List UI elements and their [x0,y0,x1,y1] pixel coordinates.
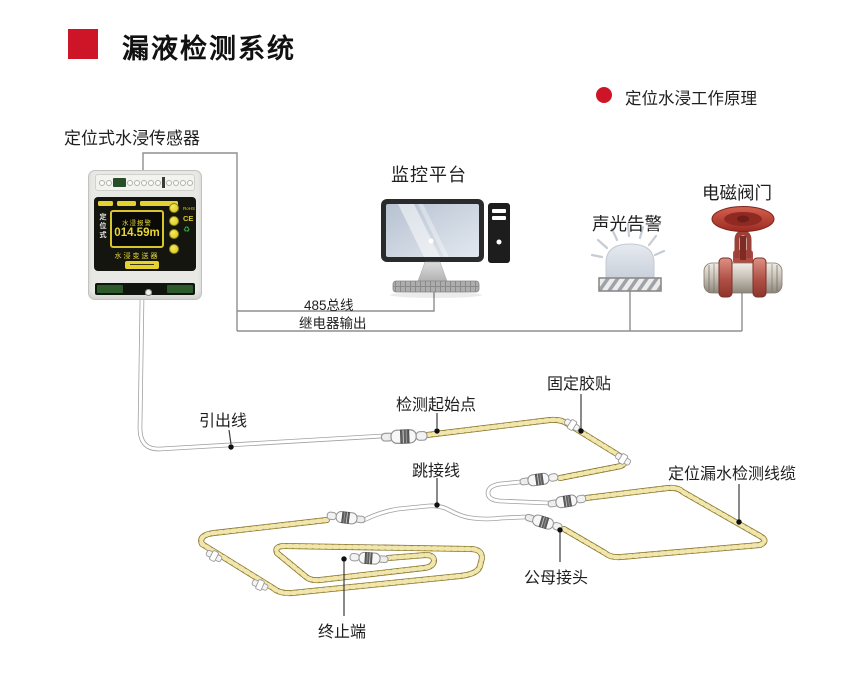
sensor-panel-text: 水浸变送器 [114,253,160,260]
end-terminal-label: 终止端 [318,624,367,641]
sensor-button[interactable] [169,229,179,239]
start-point-connector-icon [380,428,428,445]
sensor-front-panel: 定位式 水浸报警 014.59m RoHS CE ♻ 水浸变送器 [94,197,196,271]
relay-output-label: 继电器输出 [299,316,367,331]
start-point-label: 检测起始点 [396,397,477,414]
alarm-base [598,277,662,292]
display-alarm-text: 水浸报警 [122,220,152,227]
rs485-bus-label: 485总线 [304,298,354,313]
valve-flange-left [718,257,733,298]
terminal-green-bar [97,284,123,293]
connector-icon [326,509,367,526]
title-bullet-square [68,29,98,59]
end-terminal-connector-icon [349,550,389,566]
valve-label: 电磁阀门 [702,183,772,203]
tower-slot-1 [492,209,506,213]
sensor-display: 水浸报警 014.59m [110,210,164,248]
keyboard [392,280,480,293]
screen-reflection-2 [418,204,449,257]
fixing-tape-label: 固定胶贴 [547,376,612,393]
handwheel-hub [737,215,749,223]
valve-flange-right [752,257,767,298]
lead-wire-label: 引出线 [199,413,248,430]
fixing-clip-icon [250,576,270,594]
monitor-icon [381,199,510,298]
tower-slot-2 [492,216,506,220]
detection-cable-spiral [201,520,482,593]
alarm-rays [590,222,666,259]
sensor-button[interactable] [169,216,179,226]
sensor-bottom-label-chip [125,260,159,269]
screen-dot [428,238,434,244]
monitor-label: 监控平台 [391,165,467,185]
valve-yoke [734,230,752,258]
rohs-mark: RoHS [183,206,196,211]
subtitle: 定位水浸工作原理 [625,90,757,108]
rs485-bus-wire [237,292,435,312]
alarm-label: 声光告警 [592,214,662,234]
water-leak-sensor-device: 定位式 水浸报警 014.59m RoHS CE ♻ 水浸变送器 [88,170,202,300]
valve-icon [703,206,783,298]
monitor-stand [417,261,448,282]
connector-label: 公母接头 [524,570,589,587]
terminal-green-bar [167,284,193,293]
valve-stem [740,236,746,260]
screen-reflection [398,204,440,257]
subtitle-bullet-dot [596,87,612,103]
panel-label-strip [117,201,136,206]
panel-label-strip [140,201,178,206]
detection-cable-label: 定位漏水检测线缆 [668,466,797,483]
recycle-icon: ♻ [183,225,191,234]
sensor-side-text: 定位式 [99,213,106,240]
jumper-cable-long [364,506,525,520]
sensor-label: 定位式水浸传感器 [64,129,200,148]
valve-body [703,262,783,294]
connector-icon [518,470,559,489]
sensor-bus-wire [142,152,238,331]
ce-mark: CE [183,214,194,223]
monitor-shadow [390,292,482,298]
annotation-pointers [228,394,742,616]
sensor-button[interactable] [169,244,179,254]
page-title: 漏液检测系统 [122,34,296,64]
alarm-beacon-icon [590,222,666,292]
alarm-dome [605,243,655,280]
panel-label-strip [98,201,113,206]
display-distance-value: 014.59m [114,227,160,239]
sensor-bottom-terminals [95,281,195,296]
tower-button [496,239,502,245]
detection-cable-b [564,488,765,557]
sensor-button[interactable] [169,203,179,213]
connector-icon [546,492,587,511]
sensor-top-terminals [95,174,195,191]
signal-wires [142,152,743,332]
jumper-wire-label: 跳接线 [412,463,461,480]
